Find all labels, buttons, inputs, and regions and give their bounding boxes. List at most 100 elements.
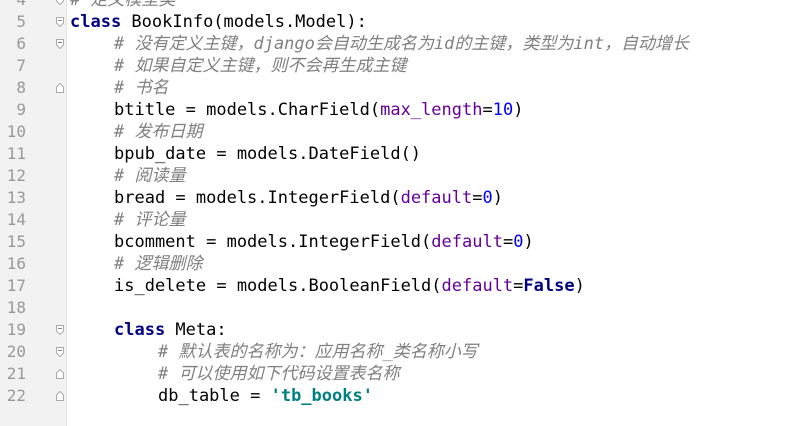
line-number: 12 (6, 166, 26, 185)
code-text: # 逻辑删除 (114, 253, 202, 275)
comment-token: # 如果自定义主键，则不会再生成主键 (114, 56, 407, 76)
code-text: # 定义模型类 (70, 0, 175, 11)
comment-token: # 没有定义主键，django会自动生成名为id的主键，类型为int，自动增长 (114, 34, 690, 54)
comment-token: # 默认表的名称为：应用名称_类名称小写 (158, 342, 478, 362)
fold-toggle-icon[interactable] (56, 39, 64, 49)
parameter-token: max_length (380, 100, 483, 120)
code-token: bread = models.IntegerField( (114, 188, 401, 208)
comment-token: # 逻辑删除 (114, 254, 203, 274)
code-text: # 默认表的名称为：应用名称_类名称小写 (158, 341, 478, 363)
comment-token: # 书名 (114, 78, 169, 98)
code-text: bpub_date = models.DateField() (114, 143, 421, 165)
code-text: btitle = models.CharField(max_length=10) (114, 99, 523, 121)
code-text: bcomment = models.IntegerField(default=0… (114, 231, 534, 253)
string-token: 'tb_books' (270, 386, 373, 406)
code-text: db_table = 'tb_books' (158, 385, 373, 407)
code-token: = (472, 188, 483, 208)
code-line[interactable]: 18 (0, 297, 796, 319)
code-text: class BookInfo(models.Model): (70, 11, 367, 33)
line-number: 7 (16, 56, 26, 75)
line-number-gutter (0, 0, 67, 426)
line-number: 19 (6, 320, 26, 339)
fold-toggle-icon[interactable] (56, 325, 64, 335)
fold-end-icon[interactable] (56, 391, 64, 401)
code-text: # 阅读量 (114, 165, 185, 187)
fold-end-icon[interactable] (56, 369, 64, 379)
code-line[interactable]: 16 # 逻辑删除 (0, 253, 796, 275)
line-number: 11 (6, 144, 26, 163)
code-line[interactable]: 7 # 如果自定义主键，则不会再生成主键 (0, 55, 796, 77)
code-line[interactable]: 14 # 评论量 (0, 209, 796, 231)
code-text: bread = models.IntegerField(default=0) (114, 187, 503, 209)
code-line[interactable]: 20 # 默认表的名称为：应用名称_类名称小写 (0, 341, 796, 363)
line-number: 22 (6, 386, 26, 405)
code-text: # 如果自定义主键，则不会再生成主键 (114, 55, 406, 77)
line-number: 20 (6, 342, 26, 361)
code-line[interactable]: 21 # 可以使用如下代码设置表名称 (0, 363, 796, 385)
code-area[interactable] (67, 0, 796, 426)
code-line[interactable]: 19 class Meta: (0, 319, 796, 341)
comment-token: # 可以使用如下代码设置表名称 (158, 364, 400, 384)
code-line[interactable]: 6 # 没有定义主键，django会自动生成名为id的主键，类型为int，自动增长 (0, 33, 796, 55)
line-number: 13 (6, 188, 26, 207)
parameter-token: default (431, 232, 503, 252)
line-number: 6 (16, 34, 26, 53)
code-token: btitle = models.CharField( (114, 100, 381, 120)
fold-toggle-icon[interactable] (56, 0, 64, 5)
code-line[interactable]: 15 bcomment = models.IntegerField(default… (0, 231, 796, 253)
code-line[interactable]: 8# 书名 (0, 77, 796, 99)
comment-token: # 评论量 (114, 210, 186, 230)
comment-token: # 阅读量 (114, 166, 186, 186)
line-number: 4 (0, 0, 26, 11)
comment-token: # 发布日期 (114, 122, 203, 142)
code-line[interactable]: 13 bread = models.IntegerField(default=0) (0, 187, 796, 209)
fold-end-icon[interactable] (56, 83, 64, 93)
line-number: 5 (16, 12, 26, 31)
code-text: # 可以使用如下代码设置表名称 (158, 363, 399, 385)
code-token: = (482, 100, 493, 120)
line-number: 21 (6, 364, 26, 383)
parameter-token: default (400, 188, 473, 208)
line-number: 9 (16, 100, 26, 119)
fold-toggle-icon[interactable] (56, 17, 64, 27)
line-number: 16 (6, 254, 26, 273)
number-token: 0 (513, 232, 524, 252)
fold-toggle-icon[interactable] (56, 347, 64, 357)
code-line[interactable]: 9 btitle = models.CharField(max_length=10… (0, 99, 796, 121)
keyword-token: False (523, 276, 575, 296)
parameter-token: default (441, 276, 514, 296)
code-line[interactable]: 12 # 阅读量 (0, 165, 796, 187)
code-text: # 评论量 (114, 209, 185, 231)
code-token: ) (523, 232, 534, 252)
code-text: class Meta: (114, 319, 227, 341)
code-line[interactable]: 11 bpub_date = models.DateField() (0, 143, 796, 165)
code-token: ) (492, 188, 503, 208)
code-line[interactable]: 17 is_delete = models.BooleanField(defaul… (0, 275, 796, 297)
code-line[interactable]: 5 class BookInfo(models.Model): (0, 11, 796, 33)
line-number: 10 (6, 122, 26, 141)
comment-token: # 定义模型类 (70, 0, 176, 10)
line-number: 14 (6, 210, 26, 229)
code-text: # 发布日期 (114, 121, 202, 143)
code-text: is_delete = models.BooleanField(default=… (114, 275, 585, 297)
code-token: Meta: (165, 320, 227, 340)
code-token: is_delete = models.BooleanField( (114, 276, 442, 296)
line-number: 17 (6, 276, 26, 295)
number-token: 0 (482, 188, 493, 208)
code-token: ) (513, 100, 524, 120)
code-line[interactable]: 22 db_table = 'tb_books' (0, 385, 796, 407)
code-text: # 没有定义主键，django会自动生成名为id的主键，类型为int，自动增长 (114, 33, 689, 55)
code-token: db_table = (158, 386, 271, 406)
line-number: 15 (6, 232, 26, 251)
code-token: = (502, 232, 514, 252)
code-token: ) (574, 276, 585, 296)
code-token: bpub_date = models.DateField() (114, 144, 422, 164)
code-line[interactable]: 4 # 定义模型类 (0, 0, 796, 11)
line-number: 18 (6, 298, 26, 317)
code-token: BookInfo(models.Model): (121, 12, 367, 32)
code-line[interactable]: 10 # 发布日期 (0, 121, 796, 143)
code-token: bcomment = models.IntegerField( (114, 232, 432, 252)
keyword-token: class (70, 12, 122, 32)
keyword-token: class (114, 320, 166, 340)
